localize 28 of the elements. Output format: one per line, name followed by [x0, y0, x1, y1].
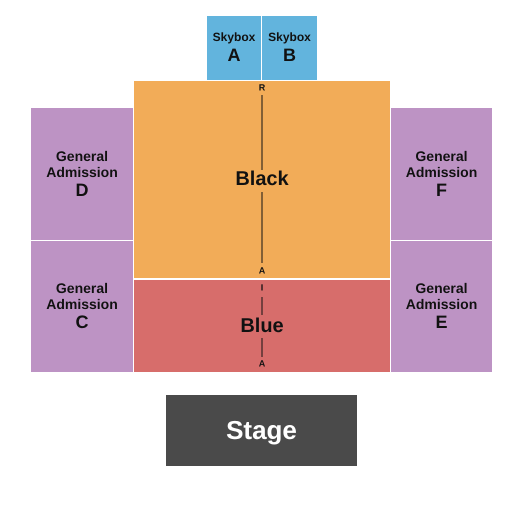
- section-letter: F: [436, 180, 447, 200]
- seating-section: [134, 81, 390, 278]
- section-name: General Admission: [45, 280, 119, 312]
- stage-block: [166, 395, 357, 466]
- section-name: Skybox: [212, 30, 256, 45]
- section-name: Black: [235, 168, 289, 191]
- seating-section: [31, 241, 133, 372]
- seating-section: [134, 280, 390, 372]
- row-letter: A: [258, 266, 266, 276]
- seating-section: [391, 108, 492, 240]
- row-letter: A: [258, 360, 266, 368]
- stage-label: Stage: [226, 416, 297, 446]
- section-letter: E: [435, 312, 448, 333]
- section-name: Blue: [240, 314, 284, 338]
- section-letter: C: [76, 312, 88, 333]
- section-name: General Admission: [404, 280, 478, 312]
- section-name: General Admission: [404, 148, 478, 180]
- section-letter: A: [228, 44, 240, 66]
- section-letter: B: [283, 44, 296, 66]
- row-letter: I: [260, 284, 264, 292]
- seating-section: [31, 108, 133, 240]
- section-name: General Admission: [45, 148, 119, 180]
- seating-section: [391, 241, 492, 372]
- section-name: Skybox: [268, 30, 311, 45]
- seating-section: [262, 16, 317, 80]
- row-letter: R: [258, 84, 266, 92]
- section-letter: D: [76, 180, 88, 200]
- seating-section: [207, 16, 261, 80]
